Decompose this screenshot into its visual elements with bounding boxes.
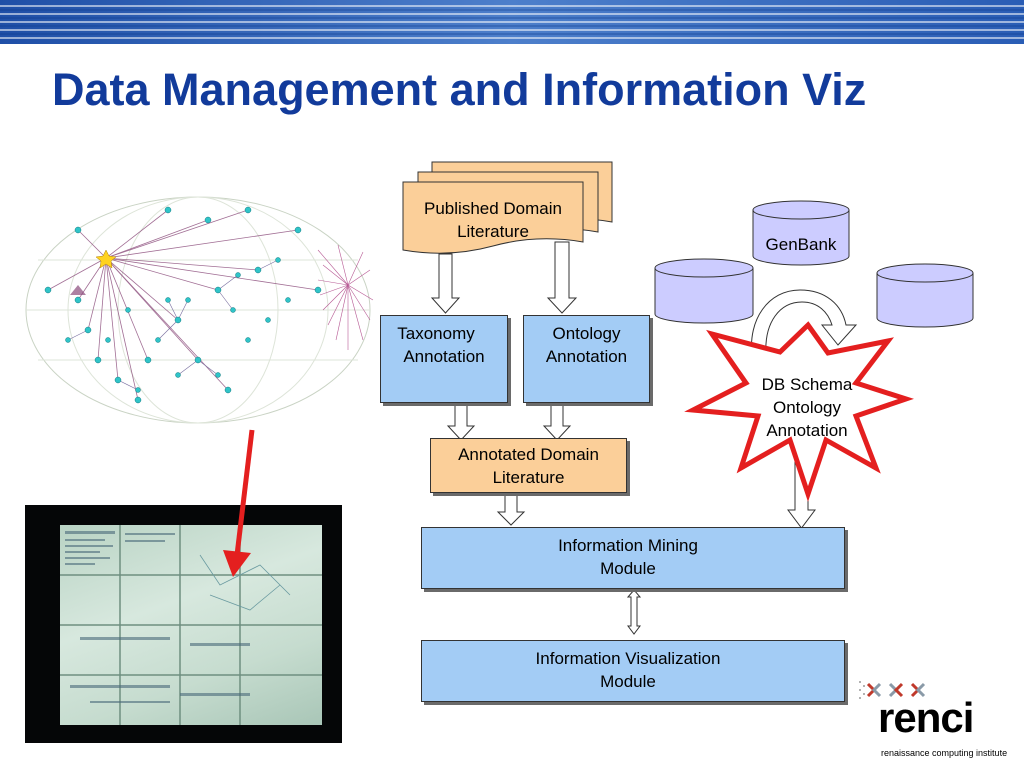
annotated-literature-box: Annotated Domain Literature (430, 438, 627, 493)
renci-wordmark: renci (878, 694, 974, 741)
annotated-label-line1: Annotated Domain (458, 444, 599, 464)
red-pointer-arrow (223, 429, 255, 577)
information-mining-box: Information Mining Module (421, 527, 845, 589)
ontology-label-line2: Annotation (545, 347, 628, 366)
slide-title: Data Management and Information Viz (52, 64, 867, 115)
database-right (876, 263, 974, 328)
taxonomy-label-line2: Annotation (403, 347, 485, 366)
annotated-label-line2: Literature (492, 467, 565, 487)
arrow-taxonomy-to-annotated (446, 401, 476, 441)
ontology-label-line1: Ontology (552, 324, 621, 343)
taxonomy-annotation-box: Taxonomy Annotation (380, 315, 508, 403)
network-visualization (25, 196, 374, 424)
taxonomy-label-line1: Taxonomy (397, 324, 475, 343)
database-genbank (752, 200, 850, 266)
arrow-mining-visualization (626, 589, 642, 635)
renci-logo-mark (859, 681, 926, 699)
header-banner (0, 0, 1024, 44)
db-schema-label: DB Schema Ontology Annotation (761, 375, 853, 440)
arrow-lit-to-ontology (546, 241, 578, 314)
starburst-shape (684, 321, 914, 502)
visualization-label-line2: Module (600, 672, 656, 691)
mining-label-line2: Module (600, 559, 656, 578)
arrow-lit-to-taxonomy (430, 253, 461, 314)
ontology-annotation-box: Ontology Annotation (523, 315, 650, 403)
renci-logo: renci renaissance computing institute (858, 678, 1018, 764)
genbank-label: GenBank (765, 235, 837, 254)
mining-label-line1: Information Mining (558, 536, 698, 555)
arrow-annotated-to-mining (496, 493, 526, 526)
renci-tagline: renaissance computing institute (881, 748, 1008, 758)
display-wall-photo (25, 505, 342, 743)
display-wall-screens (60, 525, 322, 725)
published-literature-label: Published Domain Literature (424, 199, 562, 241)
information-visualization-box: Information Visualization Module (421, 640, 845, 702)
curved-arrow (750, 289, 858, 356)
document-stack-shape (402, 161, 613, 254)
database-left (654, 258, 754, 324)
arrow-ontology-to-annotated (542, 401, 572, 441)
visualization-label-line1: Information Visualization (535, 649, 721, 668)
